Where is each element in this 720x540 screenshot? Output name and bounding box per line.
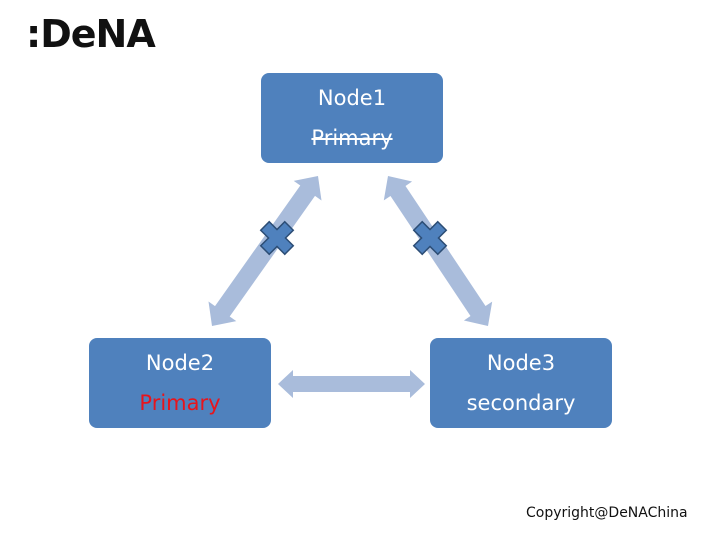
node2-name: Node2 — [145, 351, 215, 375]
node1-name: Node1 — [317, 86, 387, 110]
x-cross-icon — [412, 220, 448, 256]
node2-role: Primary — [139, 391, 221, 415]
node2-box: Node2 Primary — [89, 338, 271, 428]
dena-logo: :DeNA — [26, 12, 156, 56]
link-node2-node3 — [278, 370, 425, 398]
node1-box: Node1 Primary — [261, 73, 443, 163]
node1-role: Primary — [311, 126, 393, 150]
node3-name: Node3 — [486, 351, 556, 375]
node3-box: Node3 secondary — [430, 338, 612, 428]
copyright-text: Copyright@DeNAChina — [526, 505, 688, 521]
double-arrow-horizontal — [278, 370, 425, 398]
node3-role: secondary — [466, 391, 576, 415]
x-cross-icon — [259, 220, 295, 256]
